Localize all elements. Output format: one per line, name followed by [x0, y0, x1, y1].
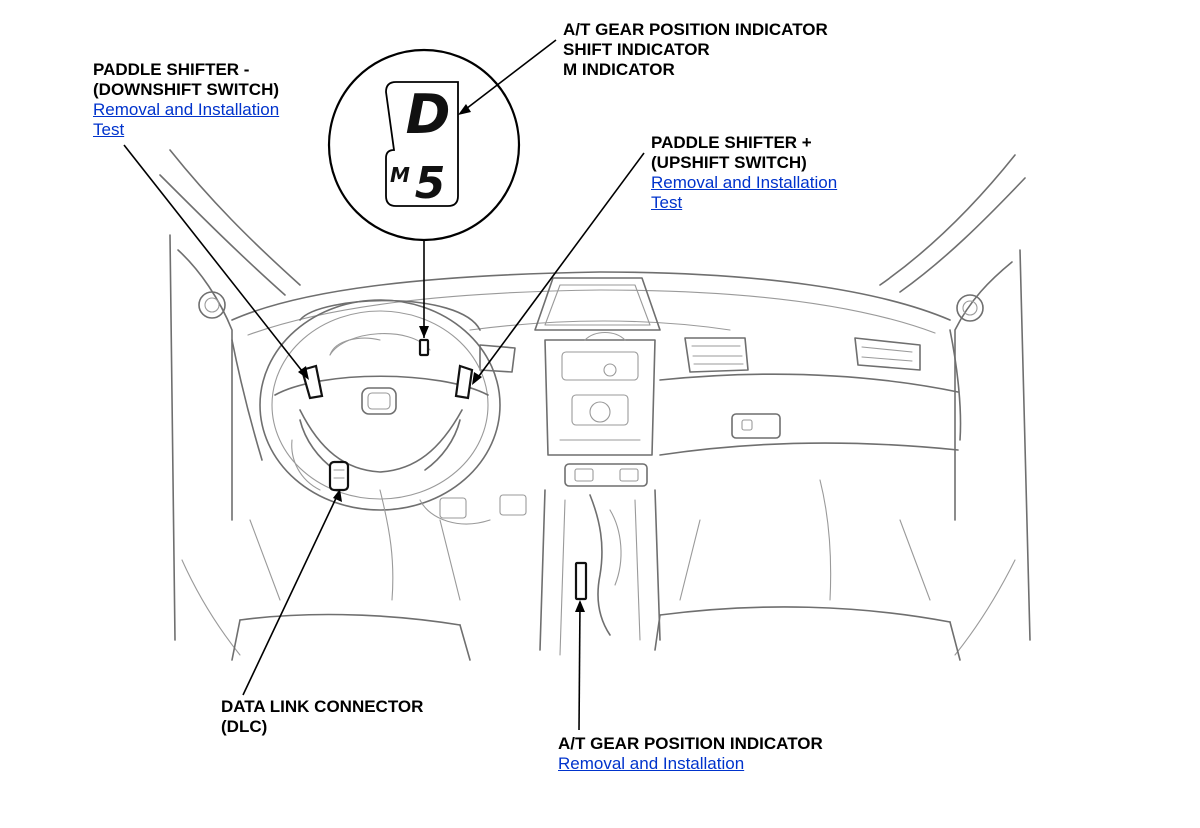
paddle-minus-leader [123, 144, 307, 377]
paddle-plus-callout: PADDLE SHIFTER + (UPSHIFT SWITCH) Remova… [651, 133, 837, 213]
steering-wheel [259, 299, 501, 511]
air-vents [479, 337, 921, 373]
paddle-minus-callout: PADDLE SHIFTER - (DOWNSHIFT SWITCH) Remo… [93, 60, 279, 140]
callout-line: (DOWNSHIFT SWITCH) [93, 80, 280, 99]
console-gear-indicator [574, 561, 588, 601]
paddle-plus-test-link[interactable]: Test [651, 193, 683, 212]
gear-number: 5 [415, 158, 446, 209]
callout-line: PADDLE SHIFTER - [93, 60, 250, 79]
callout-line: PADDLE SHIFTER + [651, 133, 812, 152]
callout-line: A/T GEAR POSITION INDICATOR [563, 20, 828, 39]
leader-lines [123, 39, 645, 731]
right-side-panel [954, 249, 1031, 656]
gear-indicator-top-callout: A/T GEAR POSITION INDICATOR SHIFT INDICA… [563, 20, 828, 80]
mode-letter: M [390, 163, 410, 187]
paddle-plus-leader [475, 152, 645, 381]
glovebox [659, 373, 959, 456]
paddle-minus-removal-link[interactable]: Removal and Installation [93, 100, 280, 119]
gear-indicator-bottom-callout: A/T GEAR POSITION INDICATOR Removal and … [558, 734, 823, 774]
callout-line: DATA LINK CONNECTOR [221, 697, 424, 716]
windshield-pillars [159, 149, 1026, 296]
paddle-minus-test-link[interactable]: Test [93, 120, 125, 139]
cluster-gear-indicator [418, 338, 430, 357]
gear-indicator-removal-link[interactable]: Removal and Installation [558, 754, 745, 773]
callout-line: (DLC) [221, 717, 268, 736]
callout-line: (UPSHIFT SWITCH) [651, 153, 807, 172]
callout-line: A/T GEAR POSITION INDICATOR [558, 734, 823, 753]
data-link-connector [328, 460, 350, 492]
center-console [539, 489, 661, 656]
callout-line: SHIFT INDICATOR [563, 40, 710, 59]
paddle-shifter-plus [454, 364, 474, 400]
gear-letter: D [406, 83, 451, 146]
instrument-cluster [299, 299, 481, 357]
dlc-leader [242, 493, 339, 696]
gear-indicator-bottom-leader [578, 601, 581, 731]
callout-line: M INDICATOR [563, 60, 675, 79]
dlc-callout: DATA LINK CONNECTOR (DLC) [221, 697, 423, 737]
paddle-plus-removal-link[interactable]: Removal and Installation [651, 173, 838, 192]
floor [231, 479, 961, 661]
dashboard-top [231, 271, 962, 461]
center-stack [534, 277, 661, 487]
left-side-panel [169, 234, 241, 656]
gear-indicator-top-leader [461, 39, 557, 113]
indicator-inset: D M 5 [327, 48, 521, 242]
